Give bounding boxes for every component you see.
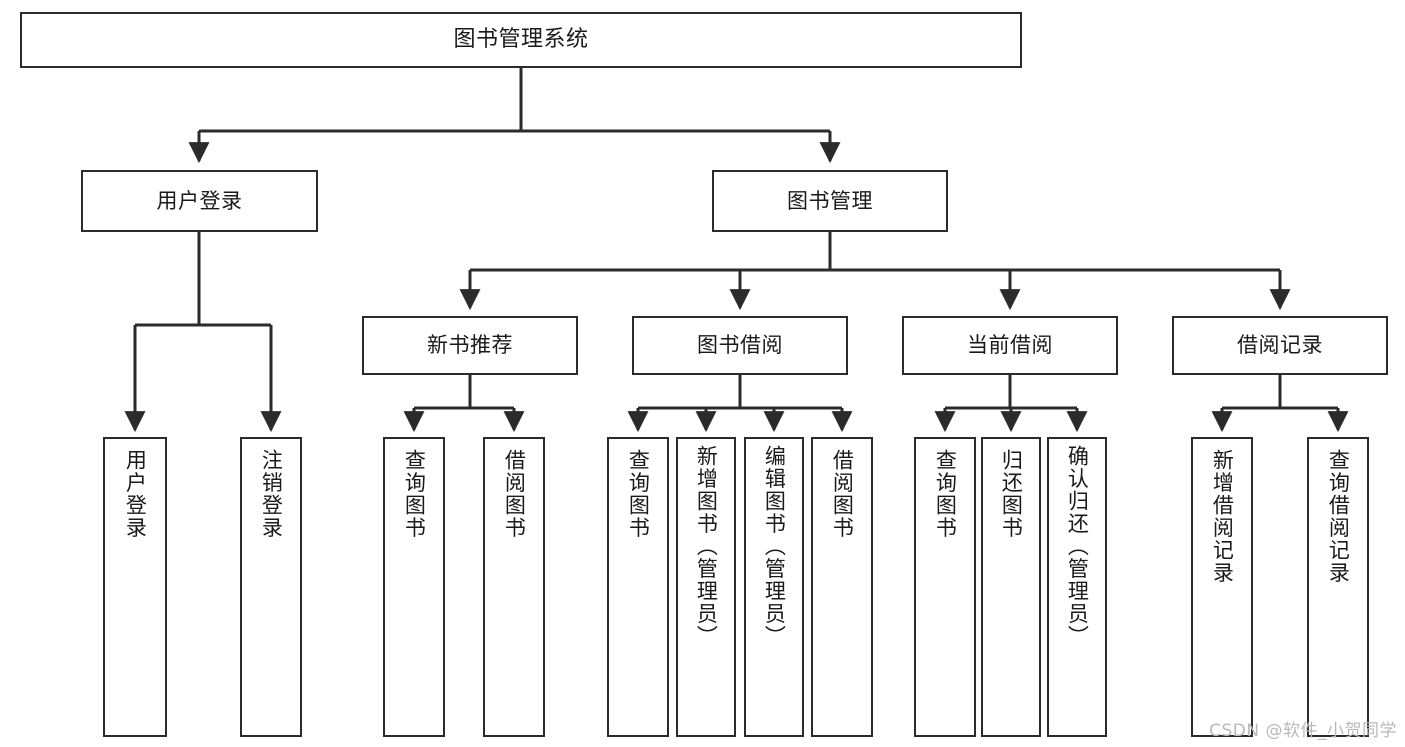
leaf-user-login[interactable]: 用户登录 — [103, 437, 167, 737]
node-label: 图书管理 — [787, 188, 873, 213]
node-label: 用户登录 — [156, 188, 243, 213]
node-label: 用户登录 — [123, 449, 148, 539]
leaf-borrow-book[interactable]: 借阅图书 — [811, 437, 873, 737]
node-label: 当前借阅 — [967, 333, 1053, 358]
leaf-confirm-return-admin[interactable]: 确认归还（管理员） — [1047, 437, 1107, 737]
leaf-borrow-book-newbook[interactable]: 借阅图书 — [483, 437, 545, 737]
node-label: 查询图书 — [933, 449, 958, 539]
leaf-return-book[interactable]: 归还图书 — [981, 437, 1041, 737]
leaf-edit-book-admin[interactable]: 编辑图书（管理员） — [744, 437, 804, 737]
node-label: 编辑图书（管理员） — [762, 445, 787, 648]
node-label: 借阅图书 — [830, 449, 855, 539]
node-label: 查询图书 — [402, 449, 427, 539]
node-label: 借阅图书 — [502, 449, 527, 539]
node-label: 借阅记录 — [1237, 333, 1323, 358]
node-label: 新书推荐 — [427, 333, 513, 358]
leaf-query-book-current[interactable]: 查询图书 — [914, 437, 976, 737]
node-label: 确认归还（管理员） — [1065, 445, 1090, 648]
node-label: 图书管理系统 — [453, 27, 589, 53]
leaf-query-borrow-record[interactable]: 查询借阅记录 — [1307, 437, 1369, 737]
node-label: 查询借阅记录 — [1326, 449, 1351, 584]
node-new-book-recommendation[interactable]: 新书推荐 — [362, 316, 578, 375]
node-label: 新增图书（管理员） — [694, 445, 719, 648]
leaf-add-book-admin[interactable]: 新增图书（管理员） — [676, 437, 736, 737]
node-label: 查询图书 — [626, 449, 651, 539]
node-label: 图书借阅 — [697, 333, 783, 358]
leaf-query-book-newbook[interactable]: 查询图书 — [383, 437, 445, 737]
node-user-login[interactable]: 用户登录 — [81, 170, 318, 232]
leaf-query-book-borrow[interactable]: 查询图书 — [607, 437, 669, 737]
node-borrow-record[interactable]: 借阅记录 — [1172, 316, 1388, 375]
node-current-borrow[interactable]: 当前借阅 — [902, 316, 1118, 375]
node-label: 新增借阅记录 — [1210, 449, 1235, 584]
leaf-add-borrow-record[interactable]: 新增借阅记录 — [1191, 437, 1253, 737]
node-book-management[interactable]: 图书管理 — [712, 170, 948, 232]
node-root-book-management-system[interactable]: 图书管理系统 — [20, 12, 1022, 68]
node-label: 归还图书 — [999, 449, 1024, 539]
node-label: 注销登录 — [259, 449, 284, 539]
leaf-logout-login[interactable]: 注销登录 — [240, 437, 302, 737]
node-book-borrow[interactable]: 图书借阅 — [632, 316, 848, 375]
